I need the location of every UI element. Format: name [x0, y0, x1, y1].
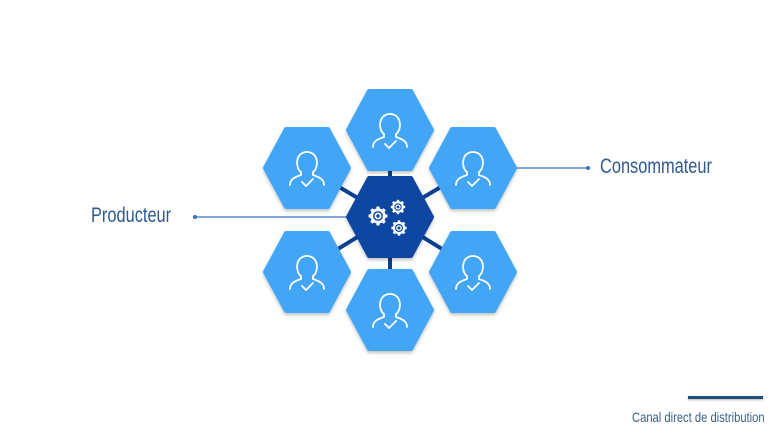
footer-accent-bar [688, 396, 763, 399]
consumer-hex-bottom [346, 269, 434, 351]
producer-label: Producteur [91, 204, 172, 227]
producer-line-dot [193, 215, 197, 219]
consumer-line-dot [586, 166, 590, 170]
consumer-hex-upper-left [263, 127, 351, 209]
consumer-hex-top [346, 89, 434, 171]
consumer-label: Consommateur [600, 155, 712, 178]
footer-caption: Canal direct de distribution [632, 409, 765, 425]
consumer-hex-lower-left [263, 231, 351, 313]
consumer-hex-upper-right [429, 127, 517, 209]
producer-hex-center [346, 176, 434, 258]
consumer-hex-lower-right [429, 231, 517, 313]
